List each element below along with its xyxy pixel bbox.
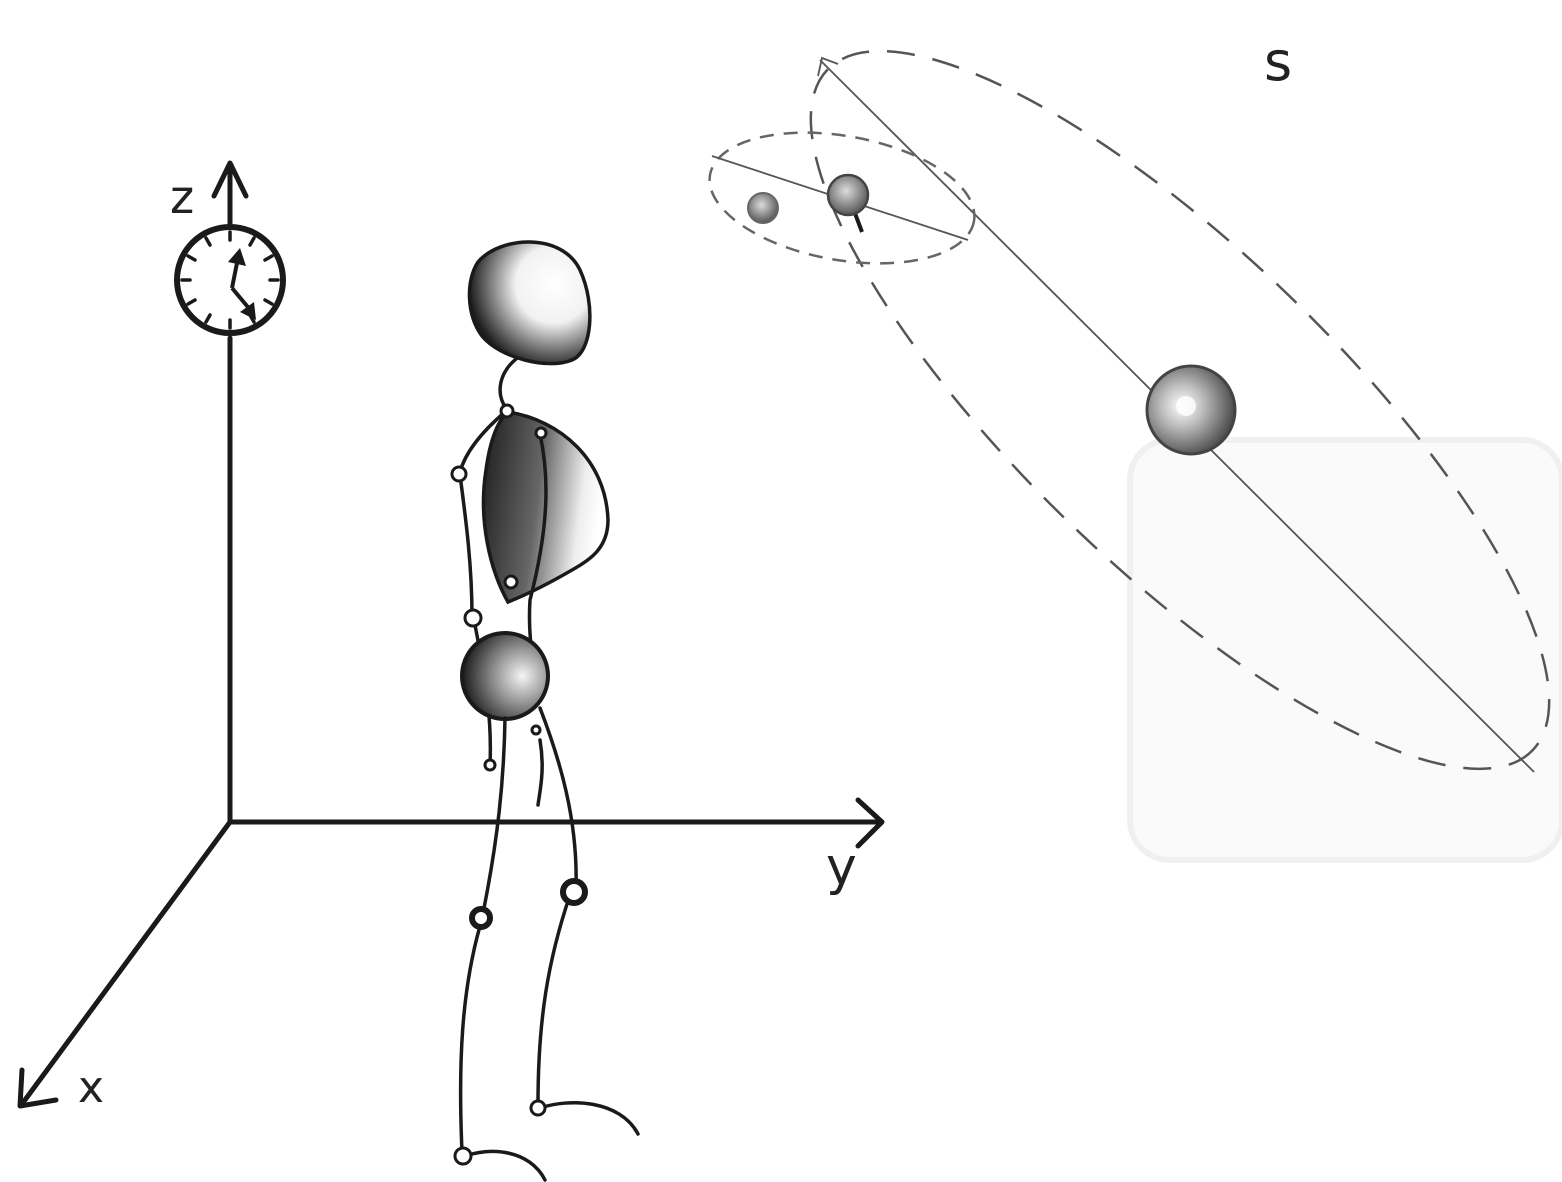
x-axis-label: x — [78, 1062, 104, 1113]
figure-thin-leg — [536, 738, 544, 807]
joint-ankle-front — [529, 1099, 547, 1117]
clock-icon — [174, 224, 286, 336]
y-axis-label: y — [826, 837, 857, 897]
joint-hip-front — [530, 724, 542, 736]
y-axis-arrowhead — [855, 797, 885, 849]
clock-ticks — [180, 230, 280, 330]
figure-foot-front — [538, 1101, 640, 1136]
figure-leg-back-upper — [480, 716, 507, 920]
central-sphere-highlight — [1176, 396, 1196, 416]
joint-torso-base — [503, 574, 519, 590]
joint-neck — [499, 403, 515, 419]
human-figure — [450, 240, 640, 1182]
x-axis-arrowhead — [17, 1067, 59, 1109]
moon-sphere — [747, 192, 779, 224]
large-orbit — [809, 49, 1551, 771]
joint-knee-back — [469, 906, 493, 930]
joint-knee-front — [560, 878, 588, 906]
figure-leg-front-upper — [538, 706, 578, 890]
figure-arm-lower — [458, 473, 474, 618]
z-axis-label: z — [170, 170, 194, 224]
joint-hand — [483, 758, 497, 772]
figure-neck — [498, 354, 522, 412]
clock-hand-minute-tip — [240, 302, 256, 320]
figure-leg-back-lower — [458, 924, 482, 1154]
figure-leg-front-lower — [536, 893, 572, 1106]
joint-shoulder — [534, 426, 548, 440]
small-orbit — [708, 131, 976, 265]
orbit-system — [708, 49, 1551, 773]
s-label: s — [1264, 30, 1292, 93]
clock-hand-hour-tip — [228, 248, 246, 266]
figure-arm-upper — [458, 410, 507, 474]
figure-foot-back — [461, 1149, 547, 1182]
x-axis-line — [19, 819, 233, 1107]
background-panel — [1127, 437, 1562, 863]
large-orbit-axis-tick — [817, 56, 839, 77]
coordinate-axes — [17, 160, 885, 1109]
figure-pelvis — [460, 631, 550, 721]
satellite-sphere — [826, 173, 870, 217]
joint-wrist — [463, 608, 483, 628]
joint-ankle-back — [453, 1146, 473, 1166]
figure-head — [467, 240, 592, 366]
joint-elbow — [450, 465, 468, 483]
z-axis-arrowhead — [211, 160, 249, 199]
